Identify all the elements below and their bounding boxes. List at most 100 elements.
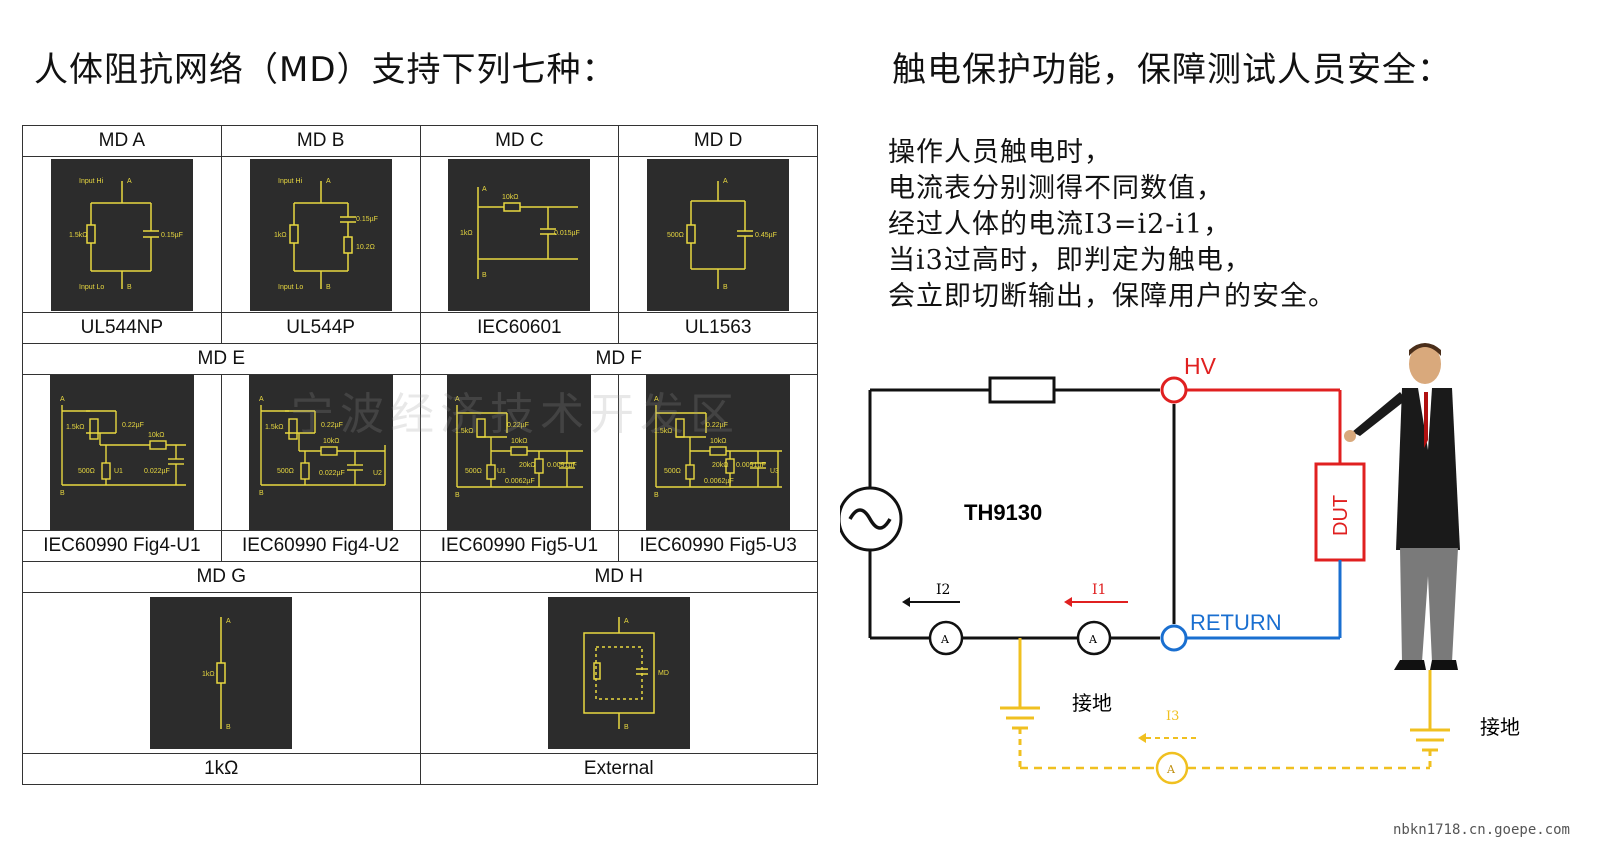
md-b-schematic: Input Hi A 1kΩ 0.15µF 10.2Ω Input Lo B: [249, 158, 392, 311]
md-f-u1-r1: 1.5kΩ: [455, 428, 473, 435]
md-f-u3-c2: 0.0091µF: [736, 462, 766, 469]
md-e-u2-u: U2: [373, 470, 382, 477]
md-e-u2-c2: 0.022µF: [319, 470, 345, 477]
md-h-schematic-cell: A MD B: [419, 592, 818, 754]
md-e-u1-r2: 10kΩ: [148, 432, 165, 439]
ammeter-i2-icon: [928, 620, 964, 656]
ground-left-icon: [1000, 638, 1040, 768]
md-b-standard: UL544P: [220, 312, 421, 344]
md-f-u1-standard: IEC60990 Fig5-U1: [419, 530, 620, 562]
i3-label: I3: [1166, 709, 1179, 724]
sine-wave-icon: [848, 508, 892, 530]
md-f-u1-a: A: [455, 396, 460, 403]
right-title: 触电保护功能，保障测试人员安全：: [892, 50, 1452, 90]
md-e-u1-a: A: [60, 396, 65, 403]
dut-label: DUT: [1330, 495, 1352, 536]
md-f-u1-c2: 0.0091µF: [547, 462, 577, 469]
md-f-u3-schematic: A 1.5kΩ 0.22µF 10kΩ 500Ω 20kΩ 0.0091µF 0…: [646, 375, 791, 530]
ammeter-i1-label: A: [1088, 633, 1098, 646]
ground-right-label: 接地: [1480, 715, 1520, 739]
md-f-u1-b: B: [455, 492, 460, 499]
md-d-schematic: A 500Ω 0.45µF B: [647, 158, 790, 311]
left-title: 人体阻抗网络（MD）支持下列七种：: [34, 50, 617, 90]
md-f-u3-schematic-cell: A 1.5kΩ 0.22µF 10kΩ 500Ω 20kΩ 0.0091µF 0…: [618, 374, 818, 531]
md-g-header: MD G: [22, 561, 421, 593]
md-c-label-r10k: 10kΩ: [502, 194, 519, 201]
md-a-label-b: B: [127, 284, 132, 291]
description-line-3: 经过人体的电流I3=i2-i1，: [888, 209, 1232, 240]
md-f-u3-u: U3: [770, 468, 779, 475]
md-b-label-lo: Input Lo: [278, 284, 303, 291]
md-f-u3-r3: 500Ω: [664, 468, 681, 475]
resistor-symbol: [988, 376, 1056, 404]
md-e-u1-r1: 1.5kΩ: [66, 424, 84, 431]
md-h-label-a: A: [624, 618, 629, 625]
md-e-u2-c1: 0.22µF: [321, 422, 343, 429]
md-d-label-r: 500Ω: [667, 232, 684, 239]
md-f-u1-r4: 20kΩ: [519, 462, 536, 469]
md-g-label-r: 1kΩ: [202, 671, 215, 678]
md-c-schematic: A 10kΩ 1kΩ 0.015µF B: [448, 158, 591, 311]
i3-arrow-icon: [1138, 733, 1146, 743]
md-f-u1-r3: 500Ω: [465, 468, 482, 475]
md-c-standard: IEC60601: [419, 312, 620, 344]
watermark: 宁波经济技术开发区: [290, 389, 740, 440]
md-g-label-a: A: [226, 618, 231, 625]
md-e-u1-c2: 0.022µF: [144, 468, 170, 475]
return-terminal-icon: [1160, 624, 1188, 652]
md-f-u3-c3: 0.0062µF: [704, 478, 734, 485]
md-c-label-a: A: [482, 186, 487, 193]
ammeter-i2-label: A: [940, 633, 950, 646]
md-c-label-b: B: [482, 272, 487, 279]
md-g-schematic: A 1kΩ B: [150, 597, 293, 749]
return-label: RETURN: [1190, 610, 1282, 635]
md-e-u2-b: B: [259, 490, 264, 497]
md-b-label-hi: Input Hi: [278, 178, 303, 185]
md-table: MD A MD B MD C MD D Input Hi A 1.5kΩ 0.1…: [22, 125, 818, 785]
md-e-u2-a: A: [259, 396, 264, 403]
md-b-schematic-cell: Input Hi A 1kΩ 0.15µF 10.2Ω Input Lo B: [220, 156, 421, 313]
md-f-u3-a: A: [654, 396, 659, 403]
description-line-1: 操作人员触电时，: [888, 137, 1112, 168]
md-e-u1-u: U1: [114, 468, 123, 475]
md-e-u1-b: B: [60, 490, 65, 497]
md-d-header: MD D: [618, 125, 818, 157]
md-g-label-b: B: [226, 724, 231, 731]
md-e-u1-standard: IEC60990 Fig4-U1: [22, 530, 222, 562]
i2-label: I2: [936, 582, 950, 598]
md-a-label-r: 1.5kΩ: [69, 232, 87, 239]
md-e-header: MD E: [22, 343, 421, 375]
ammeter-i1-icon: [1076, 620, 1112, 656]
description: 操作人员触电时， 电流表分别测得不同数值， 经过人体的电流I3=i2-i1， 当…: [888, 135, 1336, 315]
md-e-u2-r3: 500Ω: [277, 468, 294, 475]
md-d-standard: UL1563: [618, 312, 818, 344]
md-a-label-a: A: [127, 178, 132, 185]
md-f-u3-b: B: [654, 492, 659, 499]
md-f-u1-u: U1: [497, 468, 506, 475]
md-a-schematic-cell: Input Hi A 1.5kΩ 0.15µF Input Lo B: [22, 156, 222, 313]
md-a-label-lo: Input Lo: [79, 284, 104, 291]
i1-arrow-icon: [1064, 597, 1072, 607]
device-name: TH9130: [964, 500, 1042, 525]
person-figure: [1344, 343, 1460, 670]
ammeter-i3-label: A: [1166, 763, 1176, 776]
md-h-standard: External: [419, 753, 818, 785]
md-b-label-a: A: [326, 178, 331, 185]
md-g-schematic-cell: A 1kΩ B: [22, 592, 421, 754]
md-f-u1-schematic: A 1.5kΩ 0.22µF 10kΩ 500Ω U1 20kΩ 0.0091µ…: [447, 375, 592, 530]
md-c-label-c: 0.015µF: [554, 230, 580, 237]
md-f-u1-c1: 0.22µF: [507, 422, 529, 429]
md-e-u1-schematic-cell: A 1.5kΩ 0.22µF 10kΩ 500Ω U1 0.022µF B: [22, 374, 222, 531]
footer-url: nbkn1718.cn.goepe.com: [1392, 822, 1570, 838]
md-f-u3-c1: 0.22µF: [706, 422, 728, 429]
md-h-label-b: B: [624, 724, 629, 731]
md-b-label-c: 0.15µF: [356, 216, 378, 223]
md-e-u2-schematic: A 1.5kΩ 0.22µF 10kΩ 500Ω 0.022µF U2 B: [248, 375, 393, 530]
md-b-header: MD B: [220, 125, 421, 157]
description-line-2: 电流表分别测得不同数值，: [888, 173, 1224, 204]
description-line-4: 当i3过高时，即判定为触电，: [888, 245, 1252, 276]
md-e-u2-standard: IEC60990 Fig4-U2: [220, 530, 421, 562]
protection-circuit-diagram: A A HV RETURN DUT TH9130 I2 I1 接地 接: [840, 343, 1520, 785]
i1-label: I1: [1092, 582, 1106, 598]
md-f-u3-r2: 10kΩ: [710, 438, 727, 445]
